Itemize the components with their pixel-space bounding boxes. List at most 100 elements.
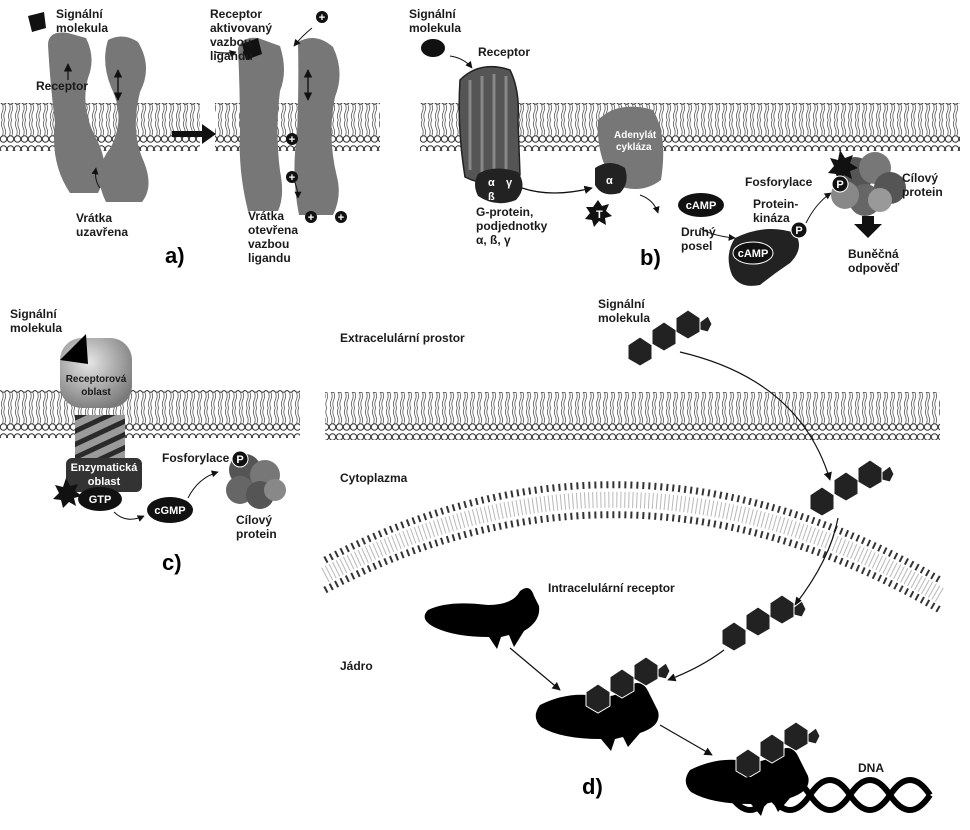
svg-text:γ: γ bbox=[506, 177, 513, 189]
burst-icon bbox=[53, 478, 82, 508]
label-g-protein-3: α, ß, γ bbox=[476, 233, 511, 247]
label-receptor-activated-4: ligandu bbox=[210, 49, 253, 63]
svg-text:cykláza: cykláza bbox=[616, 142, 652, 153]
response-arrow-icon bbox=[854, 216, 882, 238]
svg-text:+: + bbox=[338, 212, 344, 224]
label-cytoplasm: Cytoplazma bbox=[340, 471, 408, 485]
panel-letter-d: d) bbox=[582, 774, 603, 799]
label-gate-closed-1: Vrátka bbox=[76, 211, 112, 225]
svg-text:P: P bbox=[795, 225, 802, 237]
svg-text:+: + bbox=[319, 12, 325, 24]
receptor-channel-closed-right bbox=[99, 36, 149, 202]
label-signal-molecule-b-2: molekula bbox=[409, 21, 461, 35]
transition-arrow-icon bbox=[172, 124, 216, 144]
label-phosphorylation-c: Fosforylace bbox=[162, 451, 230, 465]
panel-letter-c: c) bbox=[162, 550, 182, 575]
ion-icon: + bbox=[286, 133, 298, 146]
plasma-membrane-d bbox=[325, 392, 940, 440]
panel-b: α ß γ Adenylát cykláza α T cAMP cAMP P bbox=[409, 7, 960, 286]
label-target-protein-b-1: Cílový bbox=[902, 171, 938, 185]
ion-icon: + bbox=[286, 171, 298, 184]
membrane-c bbox=[0, 390, 300, 438]
svg-text:Receptorová: Receptorová bbox=[66, 374, 127, 385]
label-receptor-activated-2: aktivovaný bbox=[210, 21, 272, 35]
receptor-ligand-complex bbox=[535, 683, 659, 751]
svg-text:oblast: oblast bbox=[81, 387, 111, 398]
label-gate-open-2: otevřena bbox=[248, 223, 298, 237]
label-signal-molecule-a-1: Signální bbox=[56, 7, 103, 21]
svg-text:+: + bbox=[289, 172, 295, 184]
label-target-protein-c-1: Cílový bbox=[236, 513, 272, 527]
svg-text:T: T bbox=[596, 209, 603, 221]
signal-molecule-icon bbox=[28, 12, 46, 32]
svg-text:Adenylát: Adenylát bbox=[614, 130, 657, 141]
phosphate-icon bbox=[231, 450, 249, 468]
phosphate-icon bbox=[790, 221, 808, 239]
label-signal-molecule-b-1: Signální bbox=[409, 7, 456, 21]
nuclear-envelope-inner bbox=[323, 481, 942, 584]
bound-ligand-icon bbox=[242, 38, 262, 60]
label-gate-open-4: ligandu bbox=[248, 251, 291, 265]
svg-text:ß: ß bbox=[488, 191, 495, 203]
label-protein-kinase-2: kináza bbox=[753, 211, 790, 225]
svg-text:α: α bbox=[606, 175, 613, 187]
label-extracellular-space: Extracelulární prostor bbox=[340, 331, 465, 345]
ion-icon: + bbox=[335, 211, 347, 224]
label-intracellular-receptor: Intracelulární receptor bbox=[548, 581, 675, 595]
label-receptor-activated-1: Receptor bbox=[210, 7, 262, 21]
g-protein-coupled-receptor bbox=[458, 65, 521, 184]
signal-molecule-icon bbox=[421, 39, 445, 57]
gtp-burst-icon bbox=[585, 200, 612, 227]
dna-strand-2 bbox=[727, 777, 933, 813]
svg-text:P: P bbox=[836, 179, 843, 191]
svg-text:cGMP: cGMP bbox=[154, 505, 185, 517]
svg-text:cAMP: cAMP bbox=[686, 200, 717, 212]
camp-molecule bbox=[678, 193, 724, 217]
nuclear-envelope-outer bbox=[323, 511, 942, 614]
label-protein-kinase-1: Protein- bbox=[753, 197, 798, 211]
label-g-protein-2: podjednotky bbox=[476, 219, 548, 233]
label-phosphorylation-b: Fosforylace bbox=[745, 175, 813, 189]
label-cell-response-1: Buněčná bbox=[848, 247, 899, 261]
label-receptor-activated-3: vazbou bbox=[210, 35, 251, 49]
receptor-channel-open-left bbox=[238, 37, 284, 211]
label-dna: DNA bbox=[858, 761, 884, 775]
svg-text:cAMP: cAMP bbox=[738, 248, 769, 260]
ion-icon: + bbox=[305, 211, 317, 224]
label-second-messenger-2: posel bbox=[681, 239, 712, 253]
ion-icon: + bbox=[316, 11, 328, 24]
label-gate-open-3: vazbou bbox=[248, 237, 289, 251]
label-signal-molecule-c-1: Signální bbox=[10, 307, 57, 321]
label-cell-response-2: odpověď bbox=[848, 261, 900, 275]
dna-strand-1 bbox=[727, 777, 933, 813]
svg-text:+: + bbox=[308, 212, 314, 224]
label-target-protein-c-2: protein bbox=[236, 527, 277, 541]
panel-d: Signální molekula Extracelulární prostor… bbox=[321, 297, 945, 816]
label-target-protein-b-2: protein bbox=[902, 185, 943, 199]
panel-a: + + + + + Signální molekula Receptor Rec… bbox=[0, 7, 380, 268]
label-receptor-a: Receptor bbox=[36, 79, 88, 93]
signal-molecule-icon bbox=[60, 334, 88, 364]
receptor-channel-open-right bbox=[294, 38, 340, 215]
enzymatic-domain bbox=[66, 458, 142, 492]
g-alpha-subunit-icon bbox=[595, 163, 627, 195]
label-gate-closed-2: uzavřena bbox=[76, 225, 128, 239]
steroid-molecule-outside bbox=[627, 309, 713, 367]
label-signal-molecule-c-2: molekula bbox=[10, 321, 62, 335]
g-protein-icon bbox=[475, 168, 523, 204]
svg-text:α: α bbox=[488, 177, 495, 189]
label-signal-molecule-d-1: Signální bbox=[598, 297, 645, 311]
panel-letter-a: a) bbox=[165, 243, 185, 268]
steroid-molecule-cytoplasm bbox=[809, 459, 895, 517]
receptor-channel-closed-left bbox=[48, 32, 105, 193]
label-second-messenger-1: Druhý bbox=[681, 225, 716, 239]
label-receptor-b: Receptor bbox=[478, 45, 530, 59]
label-g-protein-1: G-protein, bbox=[476, 205, 533, 219]
label-signal-molecule-d-2: molekula bbox=[598, 311, 650, 325]
svg-text:Enzymatická: Enzymatická bbox=[71, 462, 139, 474]
intracellular-receptor bbox=[424, 587, 540, 649]
membrane-a-left bbox=[0, 103, 200, 151]
phosphate-icon bbox=[831, 175, 849, 193]
phosphorylation-burst-icon bbox=[828, 150, 858, 182]
